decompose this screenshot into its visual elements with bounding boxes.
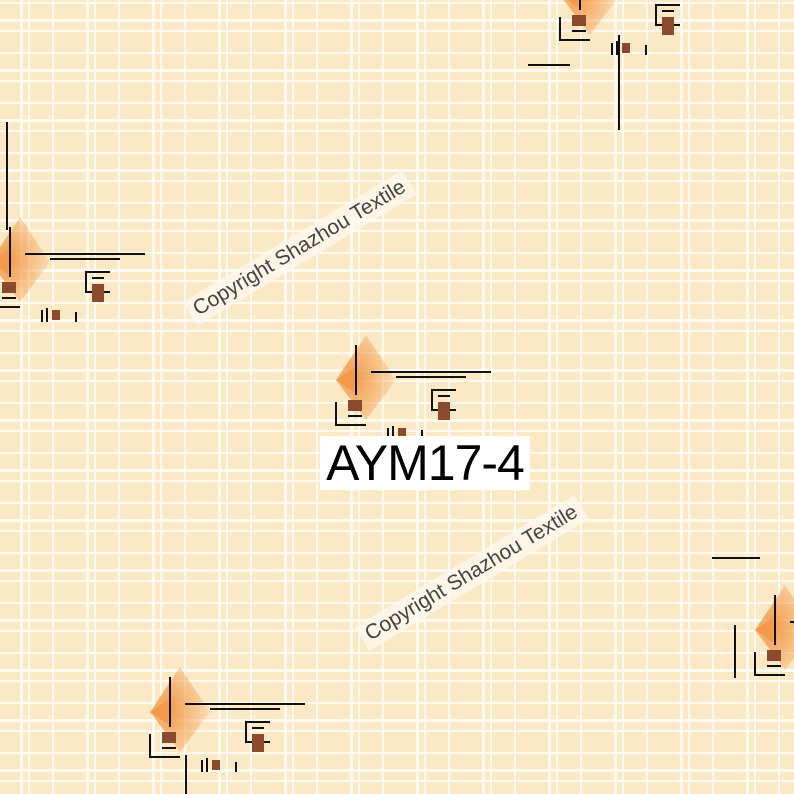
- motif-top: [559, 0, 716, 56]
- motif-center: [335, 334, 492, 441]
- motif-right: [754, 584, 794, 691]
- pattern-code-label: AYM17-4: [320, 436, 530, 490]
- motif-bottom: [149, 666, 306, 773]
- motif-left: [0, 216, 146, 323]
